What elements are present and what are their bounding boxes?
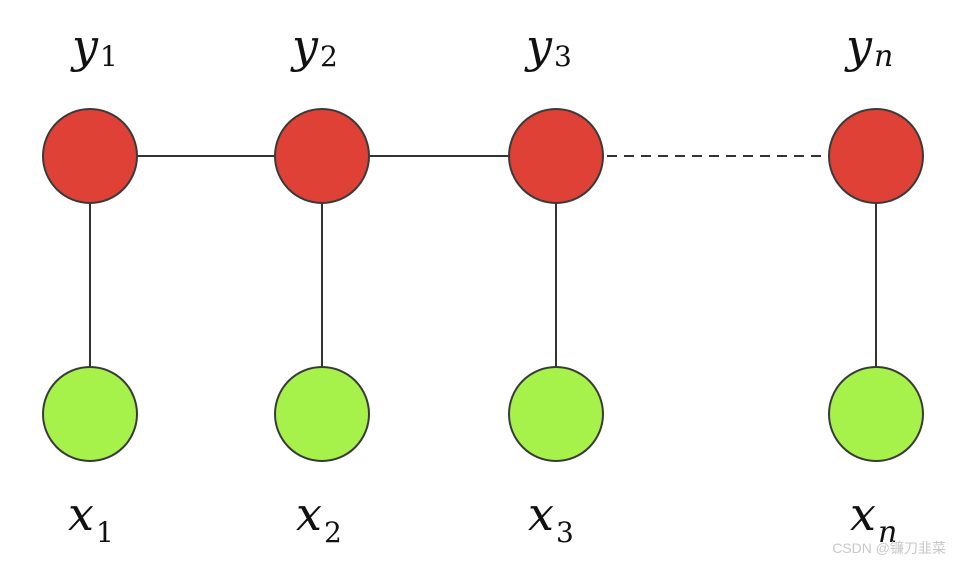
label-y1: y1 (70, 19, 118, 73)
label-xn: xn (850, 487, 897, 550)
hidden-node-y1 (42, 108, 138, 204)
observed-node-x2 (274, 366, 370, 462)
watermark-text: CSDN @镰刀韭菜 (832, 540, 946, 556)
observed-node-x1 (42, 366, 138, 462)
label-yn: yn (844, 19, 893, 74)
label-x1: x1 (68, 487, 114, 549)
observed-node-xn (828, 366, 924, 462)
observed-node-x3 (508, 366, 604, 462)
hidden-node-y2 (274, 108, 370, 204)
label-y3: y3 (524, 19, 572, 73)
label-y2: y2 (290, 19, 338, 73)
hidden-node-yn (828, 108, 924, 204)
label-x2: x2 (296, 487, 342, 549)
hidden-node-y3 (508, 108, 604, 204)
label-x3: x3 (528, 487, 574, 549)
